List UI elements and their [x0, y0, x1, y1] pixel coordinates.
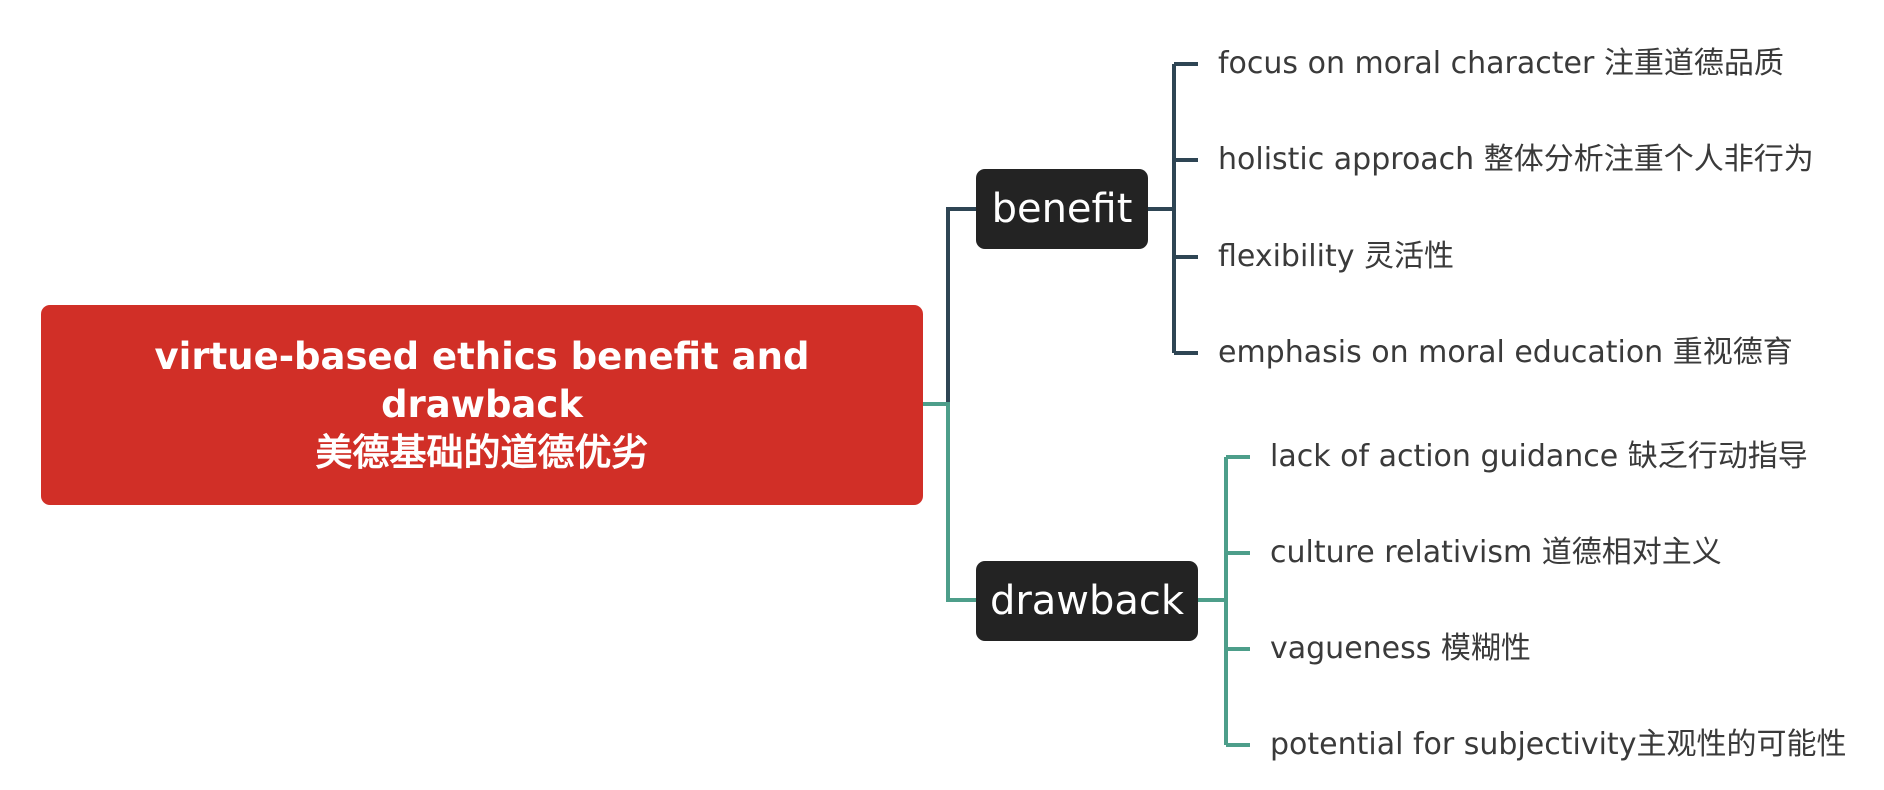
root-topic[interactable]: virtue-based ethics benefit and drawback… [41, 305, 923, 505]
drawback-item-vagueness[interactable]: vagueness 模糊性 [1270, 631, 1531, 666]
connector-benefit-bracket [1148, 62, 1198, 355]
branch-benefit[interactable]: benefit [976, 169, 1148, 249]
drawback-item-action-guidance[interactable]: lack of action guidance 缺乏行动指导 [1270, 439, 1808, 474]
root-title-english: virtue-based ethics benefit and drawback [154, 335, 810, 426]
connector-drawback-bracket [1198, 455, 1250, 747]
drawback-item-subjectivity[interactable]: potential for subjectivity主观性的可能性 [1270, 727, 1847, 762]
drawback-item-culture-relativism[interactable]: culture relativism 道德相对主义 [1270, 535, 1722, 570]
connector-root-drawback [923, 402, 976, 602]
branch-drawback[interactable]: drawback [976, 561, 1198, 641]
benefit-item-holistic-approach[interactable]: holistic approach 整体分析注重个人非行为 [1218, 142, 1814, 177]
connector-root-benefit [923, 207, 976, 406]
benefit-item-moral-character[interactable]: focus on moral character 注重道德品质 [1218, 46, 1784, 81]
benefit-item-flexibility[interactable]: flexibility 灵活性 [1218, 239, 1455, 274]
root-title-chinese: 美德基础的道德优劣 [315, 431, 649, 474]
benefit-item-moral-education[interactable]: emphasis on moral education 重视德育 [1218, 335, 1793, 370]
